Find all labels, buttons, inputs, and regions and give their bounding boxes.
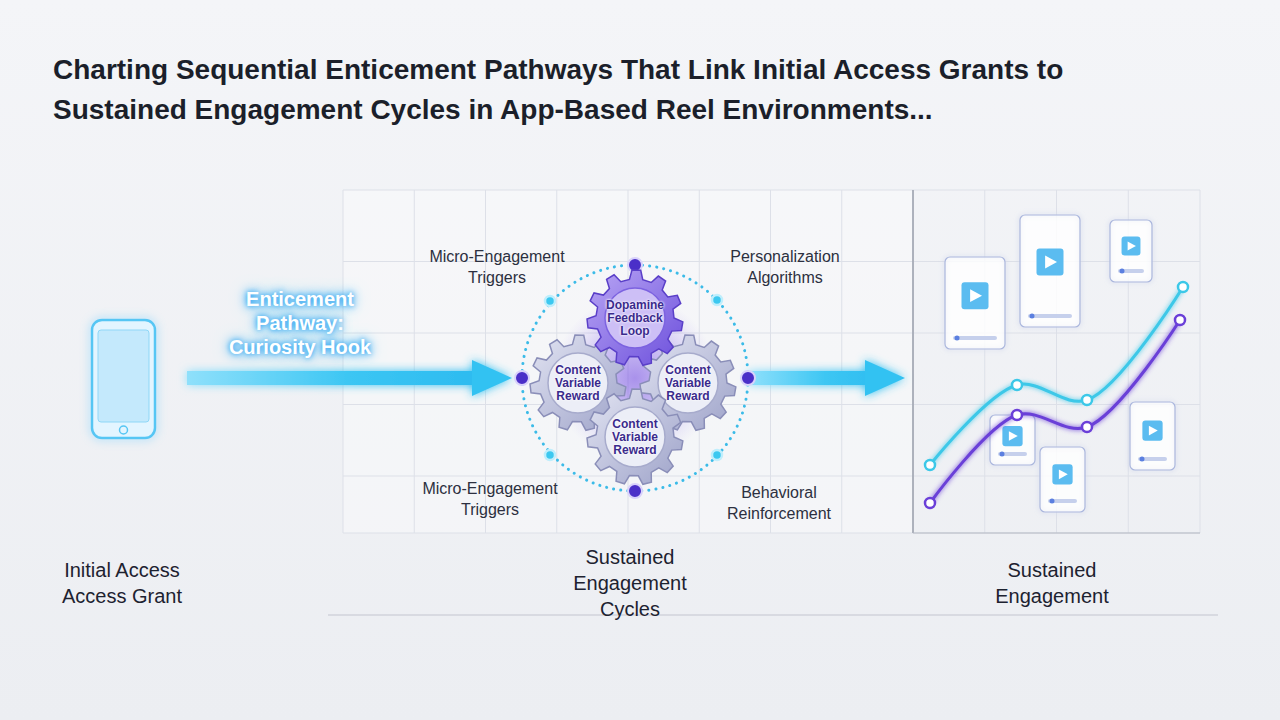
- grid-line: [770, 190, 771, 533]
- grid-line: [343, 404, 1200, 405]
- cycle-ring: [522, 265, 748, 491]
- progress-dot: [1050, 499, 1055, 504]
- video-cards: [945, 215, 1175, 512]
- engagement-cycle: Sustained Engagement Cycles Dopamine Feed…: [522, 264, 748, 624]
- access-node: Initial Access Access Grant: [57, 318, 187, 588]
- grid-line: [841, 190, 842, 533]
- trend-point: [1012, 410, 1022, 420]
- play-icon: [1045, 256, 1057, 269]
- grid-line: [913, 190, 914, 533]
- progress-bar: [953, 336, 997, 340]
- node-label: Sustained Engagement Cycles: [560, 544, 700, 622]
- phone-body: [92, 320, 155, 438]
- grid-line: [343, 190, 344, 533]
- gear-node: Dopamine Feedback Loop: [585, 268, 685, 368]
- grid-line: [913, 190, 914, 533]
- progress-dot: [1120, 269, 1125, 274]
- play-button: [1037, 249, 1064, 276]
- chart-axis: [913, 532, 1200, 533]
- trend-point: [1012, 380, 1022, 390]
- gear-node: Content Variable Reward: [585, 387, 685, 487]
- video-card: [1020, 215, 1080, 327]
- grid-line: [343, 533, 1200, 534]
- phone-button: [120, 426, 128, 434]
- play-button: [1002, 426, 1022, 446]
- play-icon: [970, 289, 982, 302]
- play-button: [1052, 464, 1072, 484]
- grid-panel: [343, 190, 913, 533]
- progress-dot: [1000, 452, 1005, 457]
- trend-point: [1175, 315, 1185, 325]
- trigger-dot: [545, 450, 555, 460]
- video-card: [990, 415, 1035, 465]
- node-label: Content Variable Reward: [599, 418, 671, 457]
- chart-shape: [913, 190, 1200, 590]
- progress-dot: [955, 336, 960, 341]
- phone-shape: [57, 318, 187, 588]
- trend-point: [925, 498, 935, 508]
- flow-arrow: [187, 371, 482, 385]
- play-button: [962, 282, 989, 309]
- play-icon: [1009, 431, 1018, 441]
- grid-line: [485, 190, 486, 533]
- grid-line: [343, 333, 1200, 334]
- trend-point: [925, 460, 935, 470]
- trend-line: [930, 287, 1183, 465]
- progress-dot: [1140, 457, 1145, 462]
- progress-dot: [1030, 314, 1035, 319]
- grid-line: [343, 190, 1200, 191]
- trend-line: [930, 320, 1180, 503]
- grid-line: [984, 190, 985, 533]
- progress-bar: [1138, 457, 1167, 461]
- video-card: [1130, 402, 1175, 470]
- baseline-rule: [328, 614, 1218, 615]
- progress-bar: [1048, 499, 1077, 503]
- trigger-dot: [712, 450, 722, 460]
- grid-line: [1200, 190, 1201, 533]
- diagram-title: Charting Sequential Enticement Pathways …: [53, 50, 1165, 130]
- node-label: Content Variable Reward: [652, 364, 724, 403]
- flow-arrow: [748, 371, 875, 385]
- progress-bar: [1118, 269, 1144, 273]
- trigger-dot: [712, 295, 722, 305]
- trend-point: [1082, 422, 1092, 432]
- video-card: [945, 257, 1005, 349]
- engagement-chart: Sustained Engagement: [913, 190, 1200, 590]
- node-label: Dopamine Feedback Loop: [599, 299, 671, 338]
- play-icon: [1149, 426, 1158, 436]
- node-label: Content Variable Reward: [542, 364, 614, 403]
- node-label: Sustained Engagement: [962, 557, 1142, 609]
- play-icon: [1059, 469, 1068, 479]
- cycle-node-dot: [741, 371, 755, 385]
- cycle-node-dot: [628, 484, 642, 498]
- progress-bar: [1028, 314, 1072, 318]
- gear-outline: [587, 389, 683, 484]
- progress-bar: [998, 452, 1027, 456]
- node-label: Initial Access Access Grant: [54, 557, 190, 609]
- trend-point: [1082, 395, 1092, 405]
- phone-screen: [98, 330, 149, 422]
- trigger-dot: [545, 296, 555, 306]
- grid-line: [414, 190, 415, 533]
- play-button: [1142, 420, 1162, 440]
- gear-outline: [587, 270, 683, 365]
- cycle-node-dot: [515, 371, 529, 385]
- video-card: [1110, 220, 1152, 282]
- trend-point: [1178, 282, 1188, 292]
- divider-line: [912, 190, 914, 533]
- play-button: [1122, 237, 1141, 256]
- video-card: [1040, 447, 1085, 512]
- play-icon: [1128, 242, 1136, 251]
